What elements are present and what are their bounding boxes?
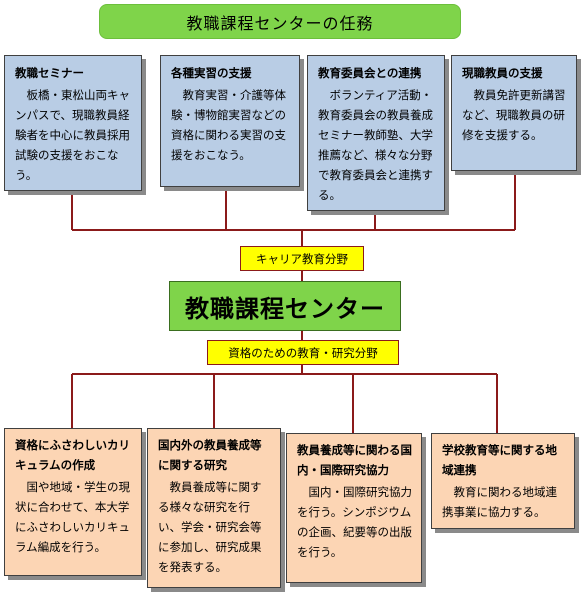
card-practicum-support: 各種実習の支援 教育実習・介護等体験・博物館実習などの資格に関わる実習の支援をお… <box>160 55 300 187</box>
card-body: ボランティア活動・教育委員会の教員養成セミナー教師塾、大学推薦など、様々な分野で… <box>318 88 433 202</box>
center-title: 教職課程センター <box>169 281 401 331</box>
card-body: 板橋・東松山両キャンパスで、現職教員経験者を中心に教員採用試験の支援をおこなう。 <box>15 88 130 182</box>
card-body: 国内・国際研究協力を行う。シンポジウムの企画、紀要等の出版を行う。 <box>297 485 412 559</box>
card-body: 国や地域・学生の現状に合わせて、本大学にふさわしいカリキュラム編成を行う。 <box>15 480 130 554</box>
card-heading: 資格にふさわしいカリキュラムの作成 <box>15 438 130 472</box>
card-heading: 各種実習の支援 <box>171 66 252 80</box>
career-education-label: キャリア教育分野 <box>240 246 364 271</box>
card-curriculum-development: 資格にふさわしいカリキュラムの作成 国や地域・学生の現状に合わせて、本大学にふさ… <box>4 428 142 576</box>
card-heading: 現職教員の支援 <box>462 66 543 80</box>
card-heading: 教員養成等に関わる国内・国際研究協力 <box>297 443 412 477</box>
card-regional-collaboration: 学校教育等に関する地域連携 教育に関わる地域連携事業に協力する。 <box>431 433 575 529</box>
card-body: 教育実習・介護等体験・博物館実習などの資格に関わる実習の支援をおこなう。 <box>171 88 286 162</box>
card-kyoshoku-seminar: 教職セミナー 板橋・東松山両キャンパスで、現職教員経験者を中心に教員採用試験の支… <box>4 55 142 191</box>
card-body: 教員養成等に関する様々な研究を行い、学会・研究会等に参加し、研究成果を発表する。 <box>158 480 262 574</box>
card-body: 教員免許更新講習など、現職教員の研修を支援する。 <box>462 88 566 142</box>
card-heading: 教職セミナー <box>15 66 84 80</box>
page-title: 教職課程センターの任務 <box>99 4 461 39</box>
card-board-of-education-collaboration: 教育委員会との連携 ボランティア活動・教育委員会の教員養成セミナー教師塾、大学推… <box>307 55 445 211</box>
card-heading: 教育委員会との連携 <box>318 66 422 80</box>
qualification-research-label: 資格のための教育・研究分野 <box>207 340 399 365</box>
card-heading: 学校教育等に関する地域連携 <box>442 443 557 477</box>
card-teacher-training-research: 国内外の教員養成等に関する研究 教員養成等に関する様々な研究を行い、学会・研究会… <box>147 428 281 588</box>
card-body: 教育に関わる地域連携事業に協力する。 <box>442 485 557 519</box>
card-heading: 国内外の教員養成等に関する研究 <box>158 438 262 472</box>
card-current-teacher-support: 現職教員の支援 教員免許更新講習など、現職教員の研修を支援する。 <box>451 55 577 171</box>
card-research-cooperation: 教員養成等に関わる国内・国際研究協力 国内・国際研究協力を行う。シンポジウムの企… <box>286 433 422 583</box>
